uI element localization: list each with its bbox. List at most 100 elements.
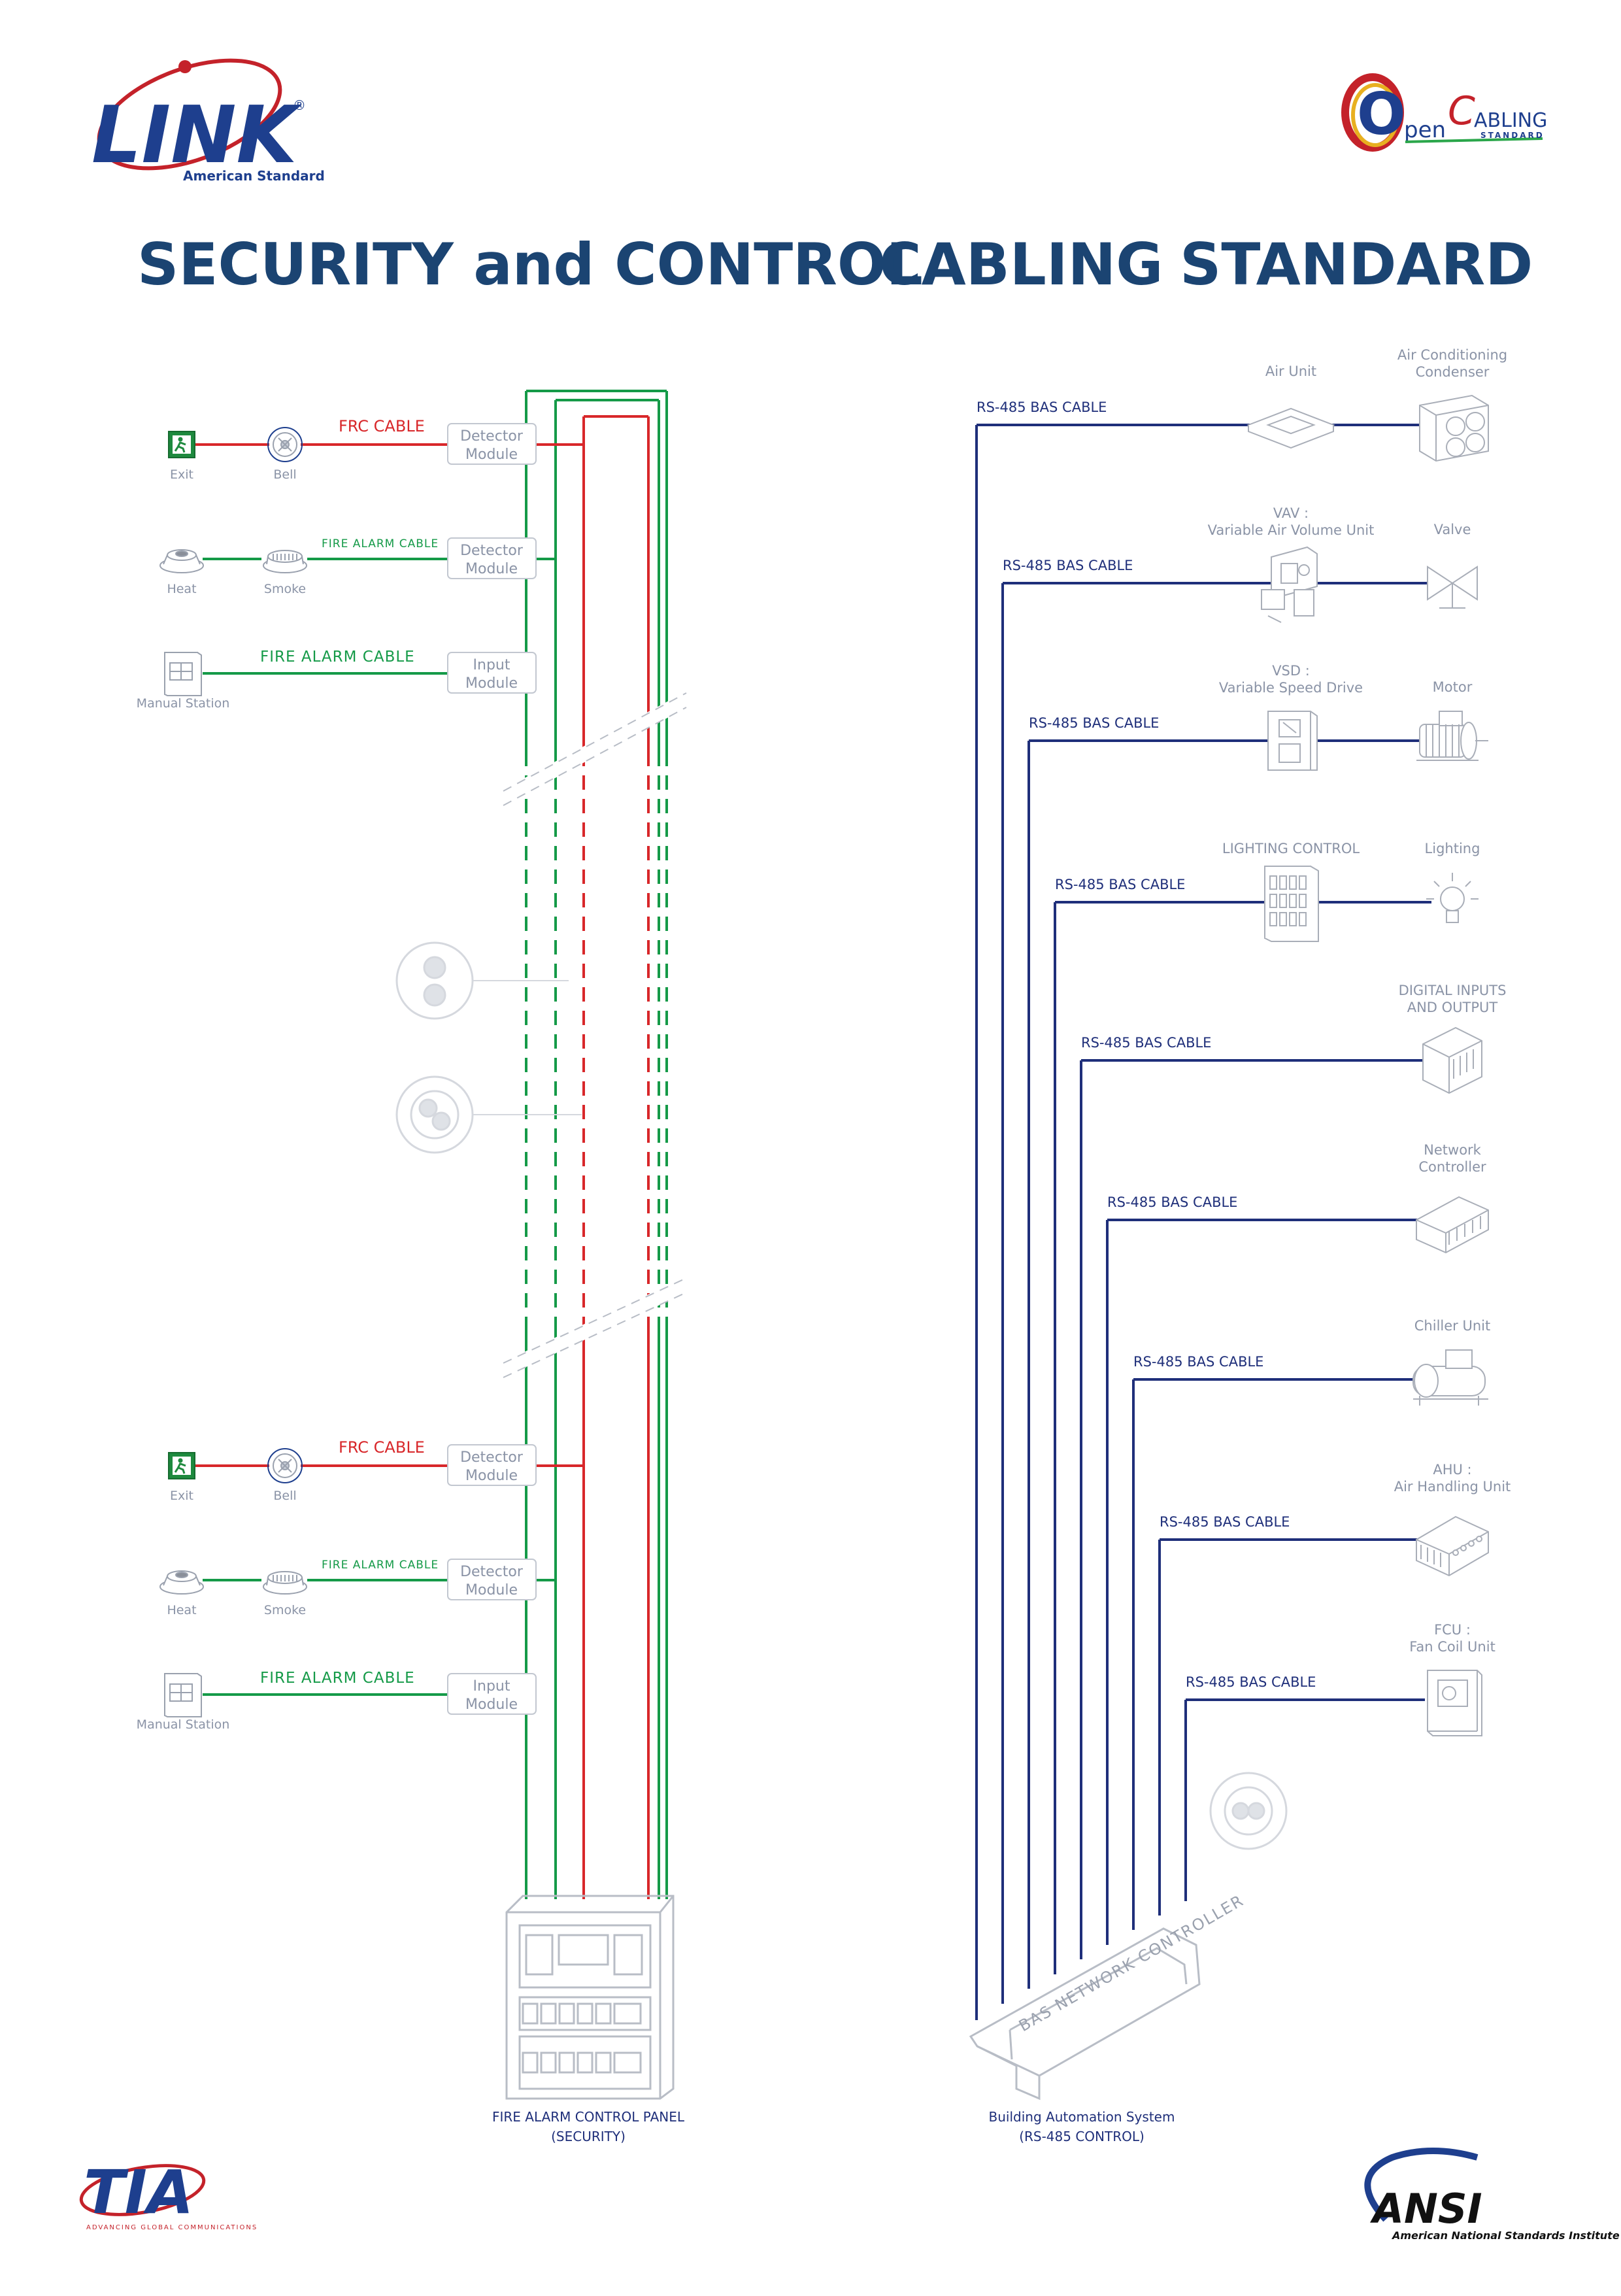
light-bulb-icon	[1426, 873, 1479, 923]
ansi-logo-subtitle: American National Standards Institute	[1391, 2229, 1620, 2242]
bas-device-sublabel: Variable Speed Drive	[1219, 680, 1363, 696]
chiller-icon	[1412, 1349, 1488, 1406]
rs485-cable-label: RS-485 BAS CABLE	[1029, 715, 1159, 731]
smoke-label: Smoke	[264, 1603, 306, 1617]
fire-alarm-cable-label: FIRE ALARM CABLE	[260, 649, 415, 666]
security-risers	[525, 390, 668, 1899]
manual-station-label: Manual Station	[137, 696, 230, 711]
smoke-detector-icon	[263, 550, 307, 573]
condenser-icon	[1419, 394, 1489, 462]
air-unit-icon	[1246, 407, 1335, 449]
title-part-2: CABLING	[879, 231, 1163, 298]
smoke-detector-icon	[263, 1571, 307, 1595]
exit-label: Exit	[170, 467, 193, 482]
bas-device-sublabel: Air Handling Unit	[1394, 1479, 1511, 1494]
heat-label: Heat	[167, 1603, 196, 1617]
bas-device-label: Air Unit	[1265, 363, 1316, 379]
manual-station-icon	[164, 1673, 202, 1717]
frc-cable-label: FRC CABLE	[339, 417, 425, 435]
bas-device-sublabel: Fan Coil Unit	[1409, 1639, 1496, 1655]
tia-logo-text: TIA	[84, 2157, 193, 2227]
rs485-cable-label: RS-485 BAS CABLE	[1055, 877, 1185, 892]
tia-logo: TIA ADVANCING GLOBAL COMMUNICATIONS	[79, 2157, 258, 2231]
fire-alarm-panel-label: FIRE ALARM CONTROL PANEL	[492, 2109, 685, 2125]
riser-break-upper	[499, 693, 690, 804]
cable-cross-section-icon	[395, 941, 569, 1020]
rs485-cable-label: RS-485 BAS CABLE	[1133, 1354, 1263, 1370]
bas-device-sublabel: Condenser	[1416, 364, 1490, 380]
exit-sign-icon	[168, 1452, 195, 1479]
cable-cross-section-icon	[1209, 1772, 1288, 1850]
heat-detector-icon	[159, 1570, 204, 1595]
module-label-line2: Module	[465, 675, 518, 692]
ahu-icon	[1416, 1515, 1489, 1577]
bas-system-sublabel: (RS-485 CONTROL)	[1019, 2129, 1145, 2144]
title-part-3: STANDARD	[1180, 231, 1533, 298]
open-cabling-pen: pen	[1404, 117, 1446, 143]
bell-label: Bell	[273, 1489, 296, 1503]
riser-break-lower-edges	[503, 1277, 687, 1378]
bas-device-label: Lighting	[1425, 841, 1480, 856]
link-logo-text: LINK	[92, 90, 303, 181]
manual-station-icon	[164, 652, 202, 696]
module-label-line2: Module	[465, 447, 518, 463]
module-label-line1: Input	[473, 657, 510, 673]
rs485-cable-label: RS-485 BAS CABLE	[1081, 1035, 1211, 1051]
bas-device-label: FCU :	[1434, 1622, 1471, 1638]
riser-break-upper-edges	[503, 692, 687, 806]
vav-icon	[1261, 546, 1318, 623]
bell-icon	[267, 427, 303, 462]
smoke-label: Smoke	[264, 582, 306, 596]
bas-device-label: Motor	[1433, 679, 1473, 695]
fire-alarm-cable-label: FIRE ALARM CABLE	[322, 537, 439, 550]
vsd-icon	[1267, 711, 1318, 771]
exit-sign-icon	[168, 431, 195, 458]
cable-cross-section-icon	[395, 1075, 582, 1154]
bas-row: RS-485 BAS CABLE LIGHTING CONTROL Lighting	[1054, 841, 1480, 1974]
link-logo: LINK ® American Standard	[92, 58, 325, 184]
bas-device-label: VSD :	[1272, 663, 1310, 679]
fire-alarm-panel-sublabel: (SECURITY)	[551, 2129, 626, 2144]
digital-io-icon	[1422, 1026, 1482, 1094]
rs485-cable-label: RS-485 BAS CABLE	[1003, 558, 1133, 573]
fcu-icon	[1427, 1670, 1482, 1736]
fire-alarm-cable-label: FIRE ALARM CABLE	[322, 1559, 439, 1572]
bas-device-sublabel: Variable Air Volume Unit	[1208, 522, 1375, 538]
ansi-logo: ANSI American National Standards Institu…	[1364, 2148, 1620, 2242]
module-label-line2: Module	[465, 1697, 518, 1713]
bas-device-label: LIGHTING CONTROL	[1222, 841, 1360, 856]
heat-detector-icon	[159, 549, 204, 573]
tia-logo-subtitle: ADVANCING GLOBAL COMMUNICATIONS	[86, 2224, 258, 2231]
open-cabling-standard: STANDARD	[1480, 131, 1545, 140]
fire-alarm-cable-label: FIRE ALARM CABLE	[260, 1670, 415, 1687]
exit-label: Exit	[170, 1489, 193, 1503]
fire-alarm-control-panel	[505, 1895, 675, 2100]
heat-label: Heat	[167, 582, 196, 596]
bas-network-controller	[969, 1927, 1201, 2101]
module-label-line1: Detector	[460, 1564, 524, 1580]
module-label-line2: Module	[465, 561, 518, 577]
link-registered-mark: ®	[293, 97, 306, 113]
bell-label: Bell	[273, 467, 296, 482]
valve-icon	[1427, 566, 1478, 609]
module-label-line1: Detector	[460, 428, 524, 445]
bas-row: RS-485 BAS CABLE VSD :Variable Speed Driv…	[1028, 663, 1488, 1989]
module-label-line1: Detector	[460, 1449, 524, 1466]
bas-device-label: Network	[1424, 1142, 1482, 1158]
rs485-cable-label: RS-485 BAS CABLE	[1160, 1514, 1290, 1530]
rs485-cable-label: RS-485 BAS CABLE	[1107, 1194, 1237, 1210]
